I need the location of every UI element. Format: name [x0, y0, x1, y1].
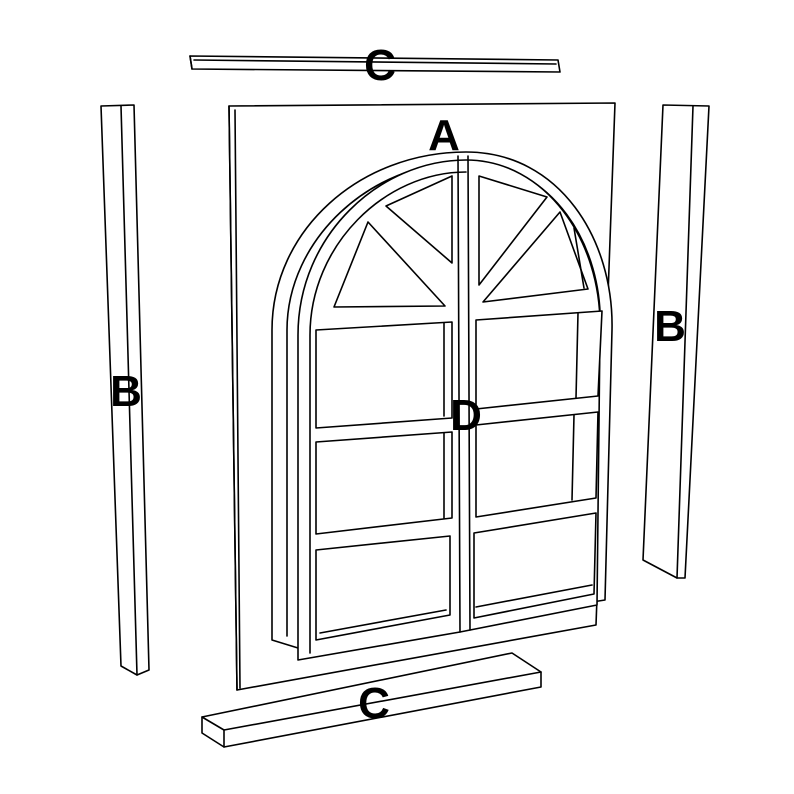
arch-pane-left-upper — [385, 175, 453, 264]
right-stile-part-b — [642, 104, 710, 579]
pane-left-bottom — [315, 535, 451, 641]
arch-pane-right-upper — [478, 175, 548, 286]
label-right-stile-b: B — [654, 302, 686, 351]
bottom-rail-part-c — [201, 652, 542, 748]
left-stile-part-b — [100, 104, 150, 676]
pane-right-top — [475, 310, 603, 410]
sash-part-d — [297, 155, 603, 661]
pane-left-top — [315, 321, 453, 429]
top-rail-part-c — [189, 55, 561, 73]
pane-left-mid — [315, 431, 453, 535]
label-bottom-rail-c: C — [358, 679, 390, 728]
label-left-stile-b: B — [110, 367, 142, 416]
label-sash-d: D — [450, 391, 482, 440]
pane-right-mid — [475, 411, 599, 518]
arch-pane-left-lower — [333, 221, 446, 308]
label-arch-a: A — [428, 111, 460, 160]
label-top-rail-c: C — [364, 41, 396, 90]
arch-pane-right-lower — [482, 211, 589, 303]
pane-right-bottom — [473, 512, 597, 619]
